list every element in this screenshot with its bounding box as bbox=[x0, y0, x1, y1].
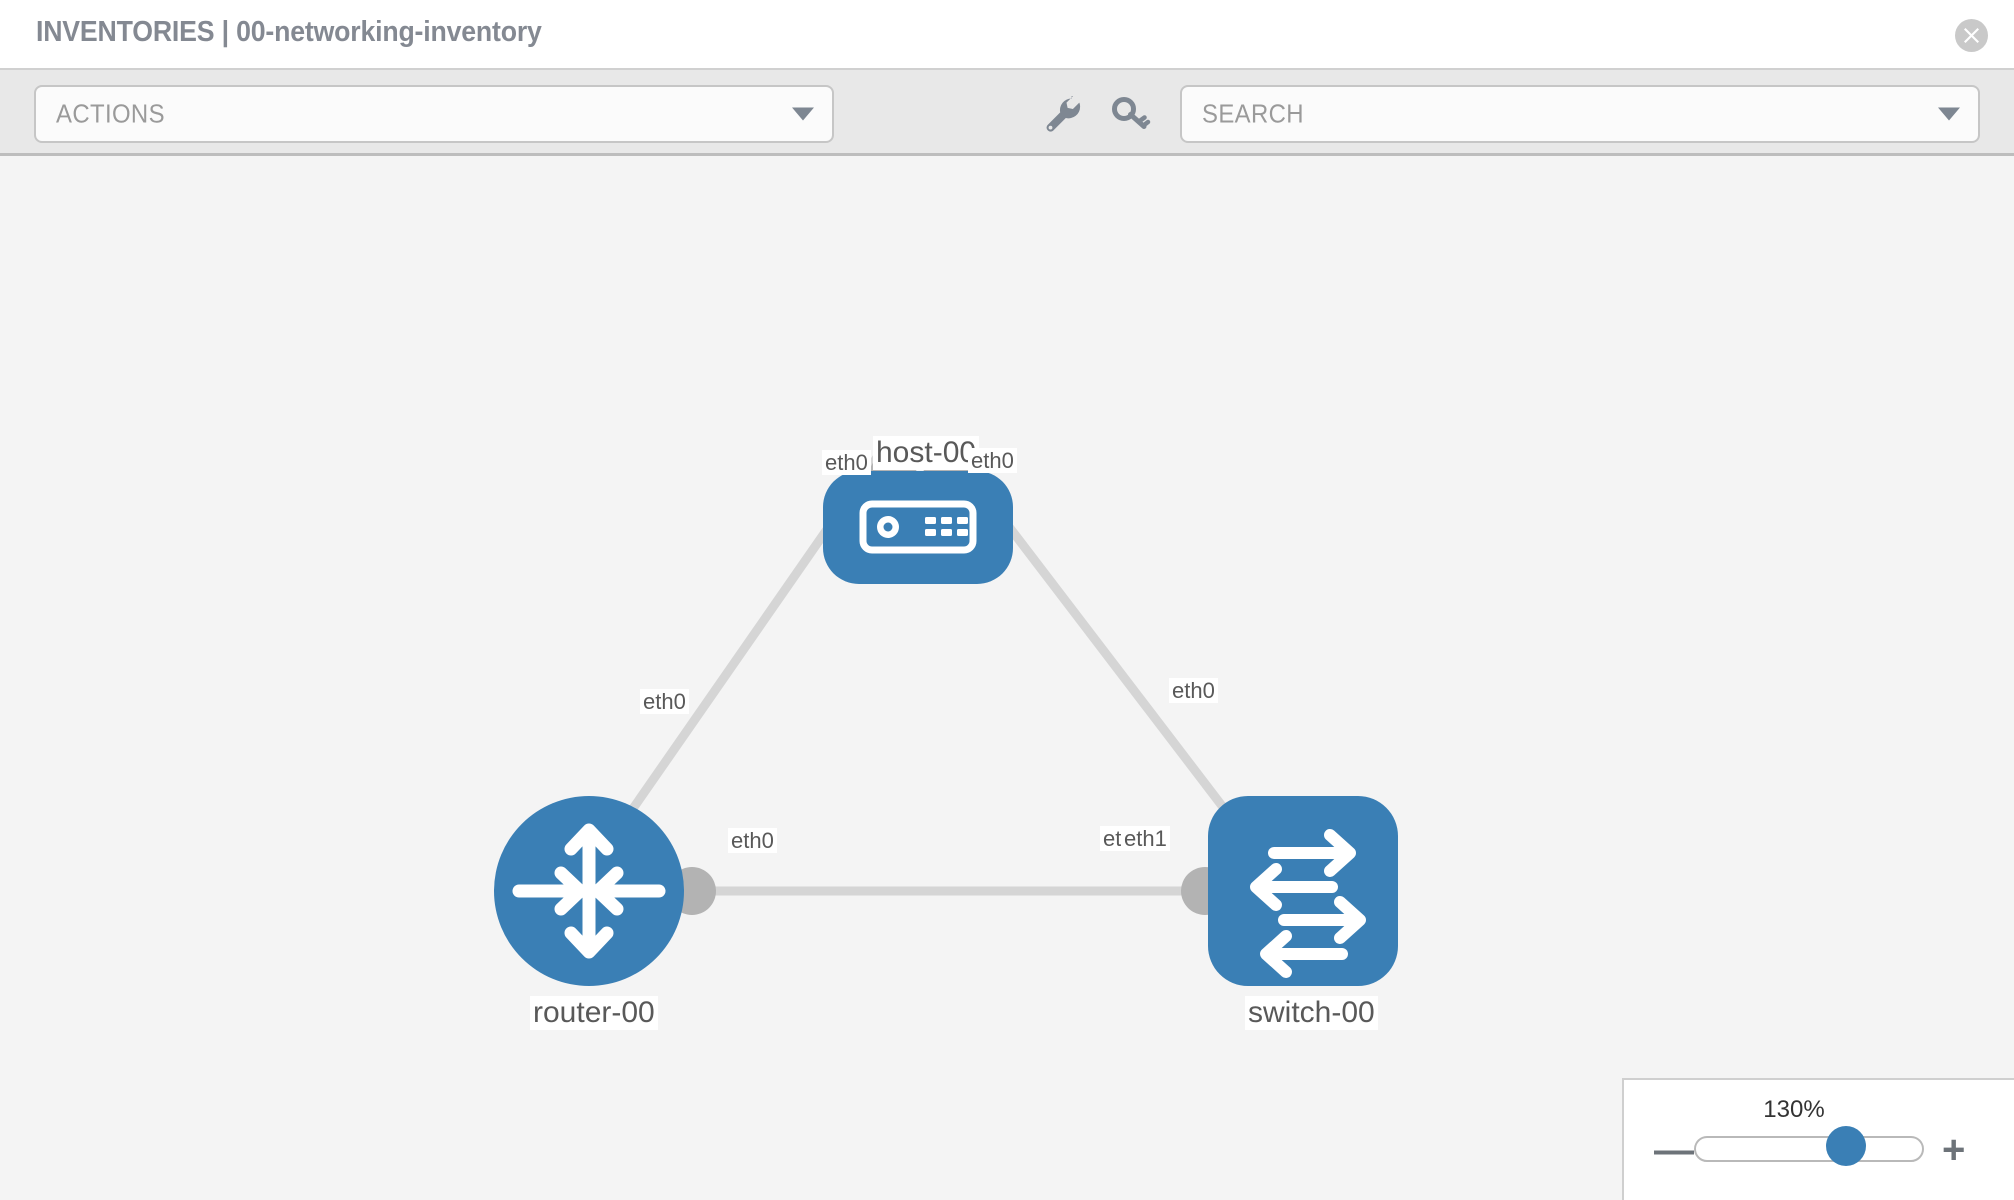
node-router-00[interactable] bbox=[494, 796, 684, 986]
interface-label-switch-eth0-uplink: eth0 bbox=[1169, 678, 1218, 704]
page-title: INVENTORIES | 00-networking-inventory bbox=[36, 16, 542, 48]
server-led-grid bbox=[925, 517, 968, 536]
interface-label-switch-eth1: eth1 bbox=[1121, 826, 1170, 852]
node-label-switch-00: switch-00 bbox=[1245, 996, 1378, 1030]
close-icon[interactable] bbox=[1955, 19, 1988, 52]
interface-label-router-eth0-uplink: eth0 bbox=[640, 689, 689, 715]
node-label-router-00: router-00 bbox=[530, 996, 658, 1030]
topology-graph bbox=[494, 451, 1398, 986]
interface-label-host-eth0-right: eth0 bbox=[968, 448, 1017, 474]
actions-dropdown-label: ACTIONS bbox=[56, 98, 165, 129]
window-header: INVENTORIES | 00-networking-inventory bbox=[0, 0, 2014, 68]
zoom-slider-track[interactable] bbox=[1694, 1136, 1924, 1162]
router-four-arrows-icon bbox=[512, 823, 666, 959]
search-input[interactable]: SEARCH bbox=[1180, 85, 1980, 143]
interface-label-router-eth0-trunk: eth0 bbox=[728, 828, 777, 854]
node-switch-00[interactable] bbox=[1208, 796, 1398, 986]
topology-canvas[interactable]: host-00 router-00 switch-00 eth0 eth0 et… bbox=[0, 156, 2014, 1200]
wrench-icon[interactable] bbox=[1040, 92, 1084, 136]
zoom-out-button[interactable]: — bbox=[1654, 1128, 1694, 1172]
actions-dropdown[interactable]: ACTIONS bbox=[34, 85, 834, 143]
toolbar: ACTIONS SEARCH bbox=[0, 68, 2014, 156]
node-host-00[interactable] bbox=[823, 471, 1013, 584]
chevron-down-icon bbox=[1938, 107, 1960, 121]
interface-label-host-eth0-left: eth0 bbox=[822, 450, 871, 476]
chevron-down-icon bbox=[792, 107, 814, 121]
zoom-in-button[interactable]: + bbox=[1942, 1128, 1966, 1172]
switch-arrows-icon bbox=[1250, 829, 1366, 978]
zoom-control-panel: 130% — + bbox=[1622, 1078, 2014, 1200]
zoom-slider-thumb[interactable] bbox=[1825, 1126, 1866, 1166]
search-placeholder: SEARCH bbox=[1202, 98, 1304, 129]
key-icon[interactable] bbox=[1108, 92, 1152, 136]
server-appliance-icon bbox=[859, 500, 977, 554]
node-label-host-00: host-00 bbox=[873, 436, 980, 470]
zoom-level-label: 130% bbox=[1763, 1096, 1825, 1123]
